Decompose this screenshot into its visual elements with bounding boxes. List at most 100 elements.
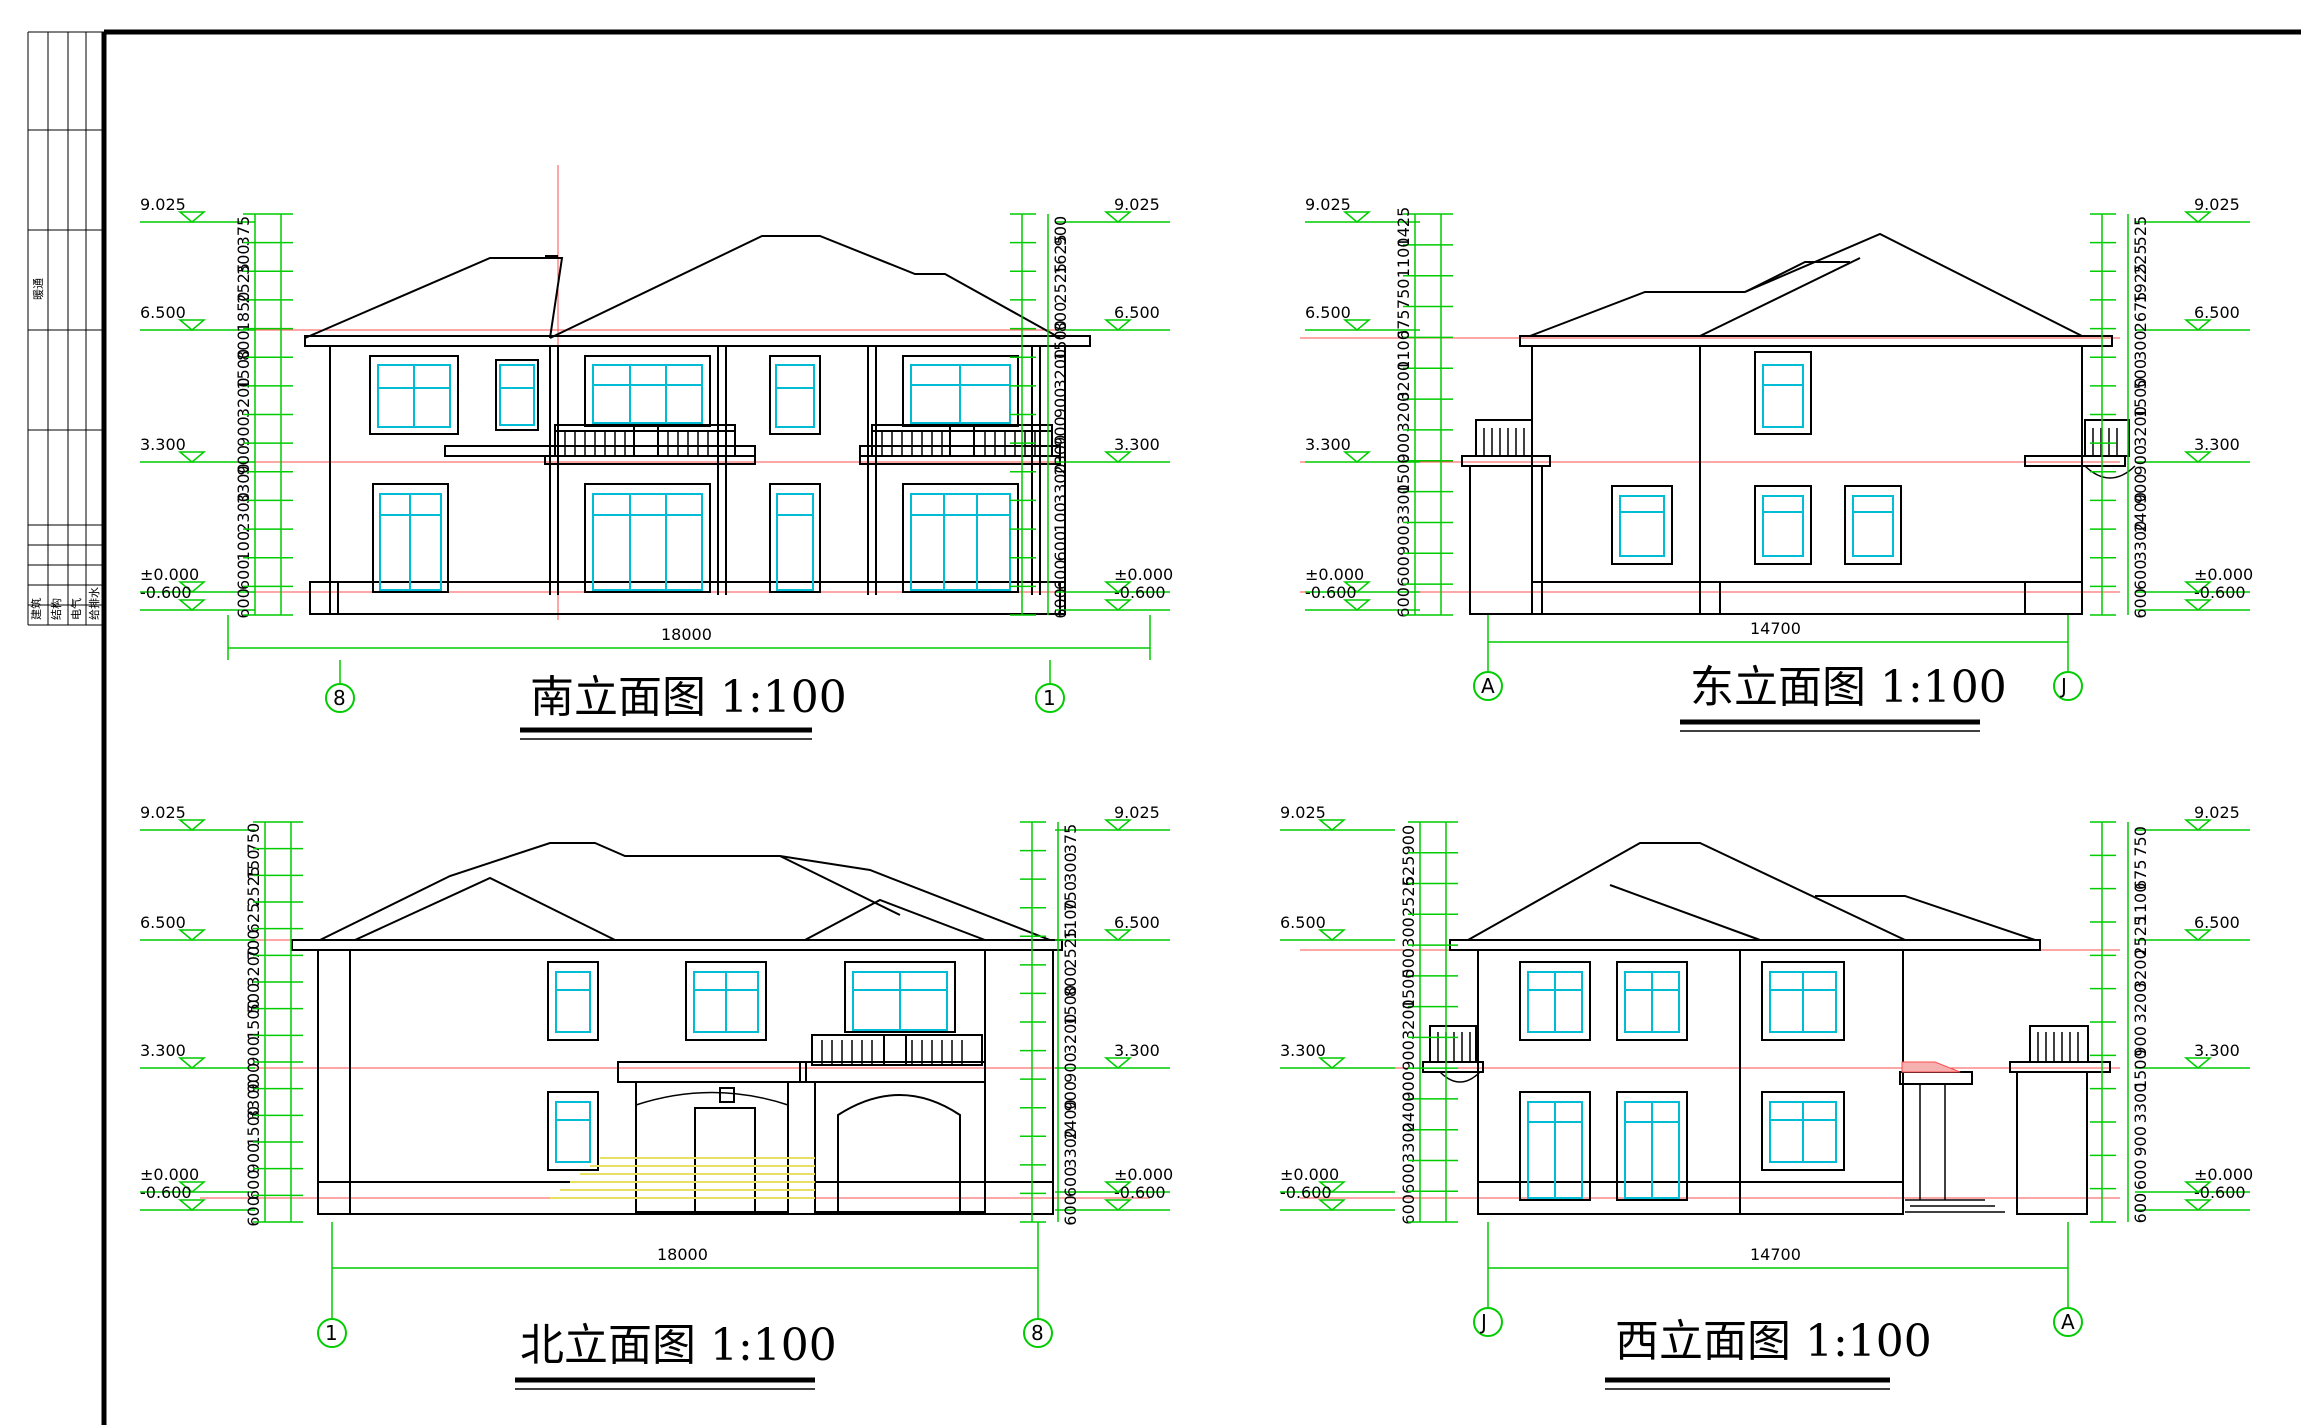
dim-value: 600 <box>1399 1163 1418 1194</box>
level-marker-left <box>177 319 207 331</box>
level-label-left: ±0.000 <box>140 1165 199 1184</box>
dim-value: 2525 <box>2131 916 2150 957</box>
overall-dim-value: 18000 <box>661 625 712 644</box>
level-label-right: 9.025 <box>2194 803 2240 822</box>
level-marker-right <box>2183 599 2213 611</box>
level-marker-left <box>1317 819 1347 831</box>
level-marker-right <box>1103 599 1133 611</box>
dim-value: 900 <box>1399 1071 1418 1102</box>
dim-value: 3300 <box>234 463 253 504</box>
dim-value: 300 <box>234 244 253 275</box>
level-label-left: -0.600 <box>140 583 192 602</box>
dim-value: 900 <box>2131 445 2150 476</box>
level-marker-right <box>1103 211 1133 223</box>
dim-value: 2525 <box>1399 876 1418 917</box>
side-label-hvac: 暖通 <box>32 278 45 300</box>
level-marker-right <box>1103 1057 1133 1069</box>
level-label-right: 3.300 <box>2194 1041 2240 1060</box>
dim-value: 1100 <box>2131 883 2150 924</box>
overall-dim-value: 18000 <box>657 1245 708 1264</box>
dim-value: 3300 <box>1061 1128 1080 1169</box>
level-marker-left <box>177 211 207 223</box>
dim-value: 900 <box>1051 388 1070 419</box>
dim-value: 800 <box>1061 967 1080 998</box>
dim-value: 2675 <box>2131 292 2150 333</box>
dim-value: 1500 <box>2131 377 2150 418</box>
dim-value: 3200 <box>1061 1014 1080 1055</box>
level-label-right: 6.500 <box>1114 913 1160 932</box>
north-entry-steps <box>550 1157 815 1199</box>
level-label-right: -0.600 <box>1114 583 1166 602</box>
level-label-right: 3.300 <box>1114 1041 1160 1060</box>
dim-value: 1500 <box>1399 969 1418 1010</box>
level-marker-right <box>2183 319 2213 331</box>
dim-value: 600 <box>1051 588 1070 619</box>
level-label-right: -0.600 <box>1114 1183 1166 1202</box>
dim-value: 3200 <box>1399 999 1418 1040</box>
side-label-struct: 结构 <box>49 598 63 620</box>
level-label-left: -0.600 <box>1305 583 1357 602</box>
level-marker-right <box>2183 929 2213 941</box>
dim-value: 1100 <box>1394 238 1413 279</box>
level-marker-left <box>1317 1199 1347 1211</box>
level-marker-left <box>177 1199 207 1211</box>
dim-value: 600 <box>2131 1193 2150 1224</box>
level-marker-right <box>1103 1199 1133 1211</box>
level-label-left: 6.500 <box>140 913 186 932</box>
dim-value: 625 <box>1399 856 1418 887</box>
dim-value: 3200 <box>1394 392 1413 433</box>
level-marker-right <box>2183 1181 2213 1193</box>
dim-value: 675 <box>1394 309 1413 340</box>
level-label-right: ±0.000 <box>1114 1165 1173 1184</box>
dim-value: 750 <box>244 823 263 854</box>
dim-value: 150 <box>244 849 263 880</box>
dim-value: 600 <box>2131 588 2150 619</box>
dim-value: 300 <box>2131 330 2150 361</box>
dim-value: 3300 <box>1051 463 1070 504</box>
dim-value: 900 <box>1061 1052 1080 1083</box>
level-marker-right <box>1103 581 1133 593</box>
level-marker-right <box>2183 581 2213 593</box>
level-label-right: ±0.000 <box>2194 1165 2253 1184</box>
level-marker-left <box>177 581 207 593</box>
level-label-left: 6.500 <box>140 303 186 322</box>
dim-value: 600 <box>234 588 253 619</box>
dim-value: 2400 <box>1061 1099 1080 1140</box>
dim-value: 600 <box>1061 1167 1080 1198</box>
level-label-right: 6.500 <box>2194 913 2240 932</box>
level-marker-right <box>2183 1199 2213 1211</box>
level-marker-left <box>177 929 207 941</box>
axis-bubble-right <box>2053 671 2083 701</box>
dim-value: 500 <box>244 983 263 1014</box>
dim-value: 100 <box>1051 502 1070 533</box>
side-title-block <box>27 31 104 626</box>
dim-value: 1425 <box>1394 207 1413 248</box>
level-label-left: 6.500 <box>1305 303 1351 322</box>
level-label-left: 9.025 <box>1305 195 1351 214</box>
dim-value: 3300 <box>244 1079 263 1120</box>
level-marker-left <box>177 1057 207 1069</box>
level-marker-left <box>177 599 207 611</box>
dim-value: 525 <box>2131 216 2150 247</box>
level-marker-left <box>177 819 207 831</box>
dim-value: 600 <box>234 559 253 590</box>
dim-value: 375 <box>1061 824 1080 855</box>
dim-value: 800 <box>1051 302 1070 333</box>
dim-value: 1500 <box>244 1106 263 1147</box>
level-marker-right <box>1103 319 1133 331</box>
dim-value: 750 <box>2131 826 2150 857</box>
dim-value: 900 <box>2131 474 2150 505</box>
dim-value: 1850 <box>234 292 253 333</box>
dim-value: 500 <box>1399 948 1418 979</box>
axis-label-right: 8 <box>1031 1321 1044 1345</box>
dim-value: 600 <box>2131 1159 2150 1190</box>
elevation-south <box>200 165 1150 620</box>
dim-value: 225 <box>2131 244 2150 275</box>
level-marker-right <box>2183 211 2213 223</box>
level-label-left: 3.300 <box>1280 1041 1326 1060</box>
dim-value: 1100 <box>1394 330 1413 371</box>
level-label-right: ±0.000 <box>2194 565 2253 584</box>
dim-value: 3300 <box>1394 484 1413 525</box>
